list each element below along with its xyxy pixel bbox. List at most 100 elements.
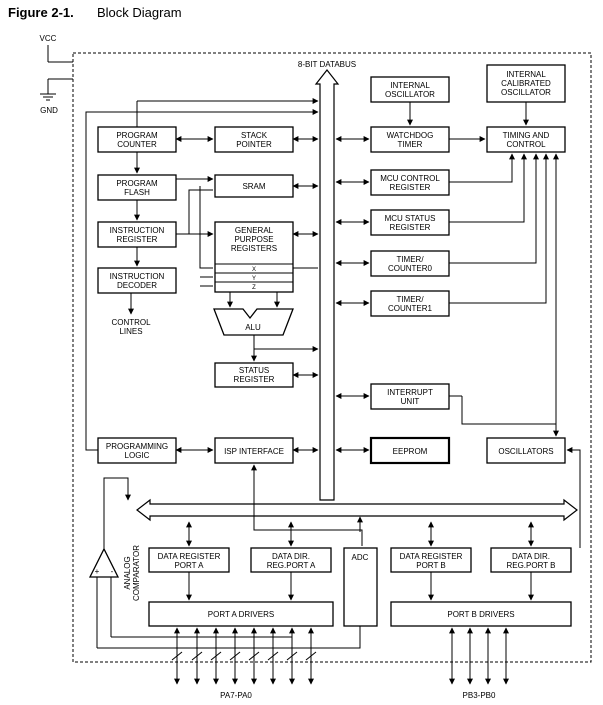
svg-text:MCU STATUS: MCU STATUS [385, 214, 436, 223]
instruction-register-block: INSTRUCTION REGISTER [97, 221, 177, 248]
watchdog-timer-block: WATCHDOG TIMER [370, 126, 450, 153]
svg-text:EEPROM: EEPROM [393, 447, 428, 456]
oscillators-block: OSCILLATORS [486, 437, 566, 464]
svg-text:DECODER: DECODER [117, 281, 157, 290]
svg-text:INTERNAL: INTERNAL [506, 70, 546, 79]
control-lines-label: CONTROL LINES [111, 318, 151, 336]
svg-text:TIMER/: TIMER/ [396, 255, 424, 264]
svg-text:PURPOSE: PURPOSE [234, 235, 273, 244]
svg-text:REGISTER: REGISTER [390, 183, 431, 192]
svg-text:OSCILLATORS: OSCILLATORS [498, 447, 553, 456]
svg-text:PROGRAM: PROGRAM [116, 131, 158, 140]
svg-text:LOGIC: LOGIC [125, 451, 150, 460]
svg-text:X: X [252, 267, 256, 273]
sram-block: SRAM [214, 174, 294, 198]
svg-text:ANALOG: ANALOG [123, 556, 132, 589]
svg-text:DATA DIR.: DATA DIR. [512, 552, 550, 561]
svg-text:TIMING AND: TIMING AND [503, 131, 550, 140]
port-b-drivers-block: PORT B DRIVERS [390, 601, 572, 627]
svg-text:UNIT: UNIT [401, 397, 420, 406]
svg-text:PROGRAMMING: PROGRAMMING [106, 442, 168, 451]
programming-logic-block: PROGRAMMING LOGIC [97, 437, 177, 464]
svg-text:COUNTER1: COUNTER1 [388, 304, 433, 313]
svg-text:INTERNAL: INTERNAL [390, 81, 430, 90]
svg-text:CONTROL: CONTROL [111, 318, 151, 327]
databus-vertical [314, 69, 340, 501]
vcc-label: VCC [40, 34, 57, 43]
peripheral-connections [335, 102, 581, 548]
databus-label: 8-BIT DATABUS [298, 60, 356, 69]
svg-text:MCU CONTROL: MCU CONTROL [380, 174, 440, 183]
svg-text:GENERAL: GENERAL [235, 226, 274, 235]
svg-text:PROGRAM: PROGRAM [116, 179, 158, 188]
data-register-port-b-block: DATA REGISTER PORT B [390, 547, 472, 573]
eeprom-block: EEPROM [369, 436, 451, 465]
svg-text:INSTRUCTION: INSTRUCTION [110, 226, 165, 235]
svg-text:PORT A DRIVERS: PORT A DRIVERS [208, 610, 274, 619]
port-b-pins [449, 627, 509, 685]
svg-text:INSTRUCTION: INSTRUCTION [110, 272, 165, 281]
svg-text:OSCILLATOR: OSCILLATOR [385, 90, 435, 99]
figure-number: Figure 2-1. [8, 5, 74, 20]
gnd-label: GND [40, 106, 58, 115]
port-a-pins-label: PA7-PA0 [220, 691, 252, 700]
cpu-connections [85, 98, 363, 546]
program-flash-block: PROGRAM FLASH [97, 174, 177, 201]
svg-text:REGISTER: REGISTER [117, 235, 158, 244]
gp-registers-block: GENERAL PURPOSE REGISTERS X Y Z [214, 221, 294, 293]
alu-block: ALU [213, 308, 294, 336]
svg-text:SRAM: SRAM [242, 182, 265, 191]
svg-text:COMPARATOR: COMPARATOR [132, 545, 141, 601]
svg-text:+: + [95, 567, 100, 576]
svg-text:STACK: STACK [241, 131, 268, 140]
svg-text:OSCILLATOR: OSCILLATOR [501, 88, 551, 97]
svg-text:WATCHDOG: WATCHDOG [387, 131, 434, 140]
svg-text:TIMER/: TIMER/ [396, 295, 424, 304]
svg-text:PORT B: PORT B [416, 561, 446, 570]
program-counter-block: PROGRAM COUNTER [97, 126, 177, 153]
svg-text:DATA DIR.: DATA DIR. [272, 552, 310, 561]
svg-text:LINES: LINES [119, 327, 142, 336]
data-dir-reg-port-b-block: DATA DIR. REG.PORT B [490, 547, 572, 573]
svg-text:ISP INTERFACE: ISP INTERFACE [224, 447, 284, 456]
timer-counter1-block: TIMER/ COUNTER1 [370, 290, 450, 317]
port-a-pins [97, 626, 361, 685]
svg-text:PORT B DRIVERS: PORT B DRIVERS [447, 610, 514, 619]
svg-text:ALU: ALU [245, 323, 261, 332]
analog-comparator-symbol: + - [88, 547, 120, 578]
figure-title: Block Diagram [97, 5, 182, 20]
port-a-drivers-block: PORT A DRIVERS [148, 601, 334, 627]
databus-horizontal [136, 498, 578, 522]
data-dir-reg-port-a-block: DATA DIR. REG.PORT A [250, 547, 332, 573]
interrupt-unit-block: INTERRUPT UNIT [370, 383, 450, 410]
port-b-pins-label: PB3-PB0 [463, 691, 496, 700]
io-bus-connections [96, 477, 534, 648]
svg-text:COUNTER: COUNTER [117, 140, 157, 149]
svg-text:STATUS: STATUS [239, 366, 269, 375]
stack-pointer-block: STACK POINTER [214, 126, 294, 153]
svg-text:CALIBRATED: CALIBRATED [501, 79, 551, 88]
chip-boundary [72, 52, 592, 663]
adc-block: ADC [343, 547, 378, 627]
svg-text:REG.PORT B: REG.PORT B [506, 561, 555, 570]
svg-text:REGISTER: REGISTER [234, 375, 275, 384]
data-register-port-a-block: DATA REGISTER PORT A [148, 547, 230, 573]
svg-text:DATA REGISTER: DATA REGISTER [400, 552, 463, 561]
timing-control-block: TIMING AND CONTROL [486, 126, 566, 153]
svg-text:FLASH: FLASH [124, 188, 150, 197]
svg-text:PORT A: PORT A [174, 561, 204, 570]
mcu-control-register-block: MCU CONTROL REGISTER [370, 169, 450, 196]
svg-text:REGISTER: REGISTER [390, 223, 431, 232]
svg-text:REGISTERS: REGISTERS [231, 244, 277, 253]
internal-oscillator-block: INTERNAL OSCILLATOR [370, 76, 450, 103]
svg-text:REG.PORT A: REG.PORT A [267, 561, 316, 570]
internal-calibrated-oscillator-block: INTERNAL CALIBRATED OSCILLATOR [486, 64, 566, 103]
timer-counter0-block: TIMER/ COUNTER0 [370, 250, 450, 277]
svg-text:CONTROL: CONTROL [506, 140, 546, 149]
svg-text:ADC: ADC [352, 553, 369, 562]
status-register-block: STATUS REGISTER [214, 362, 294, 388]
svg-text:Z: Z [252, 285, 256, 291]
svg-text:POINTER: POINTER [236, 140, 272, 149]
svg-text:COUNTER0: COUNTER0 [388, 264, 433, 273]
